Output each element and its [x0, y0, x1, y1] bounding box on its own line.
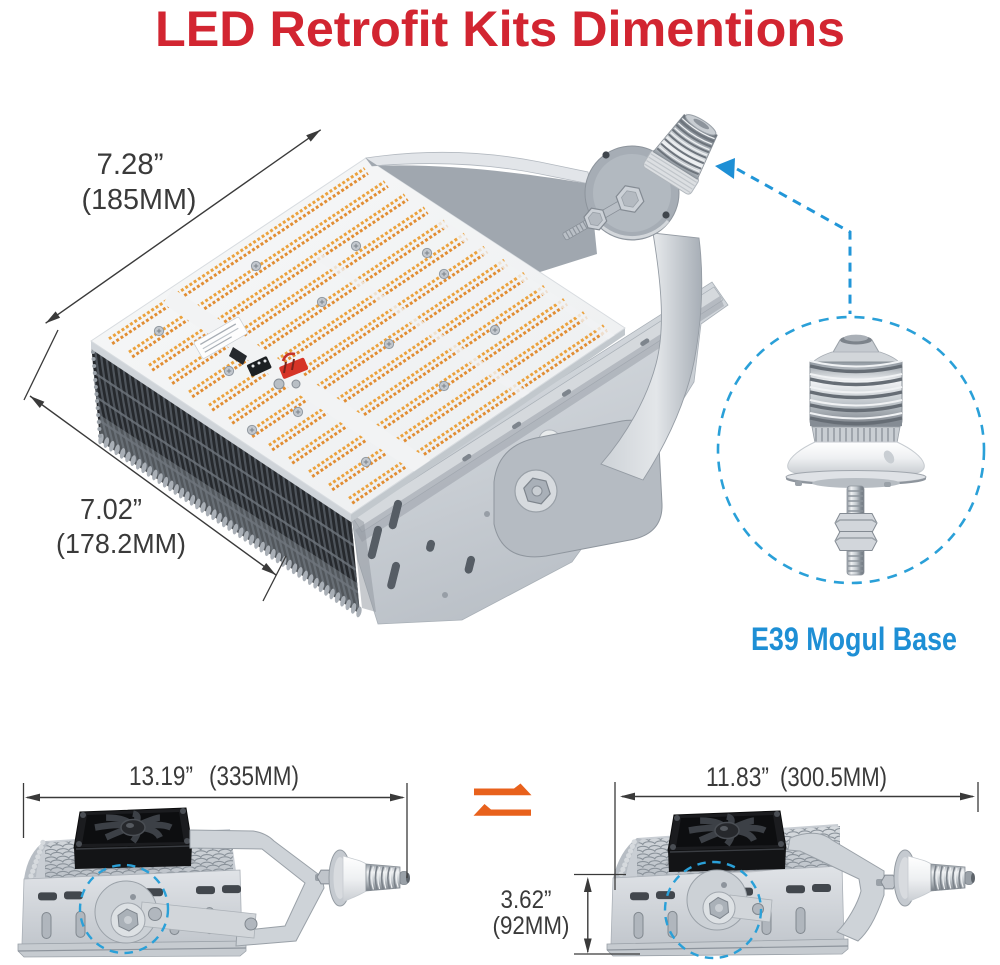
svg-text:11.83”: 11.83” [706, 762, 769, 792]
svg-text:LED Retrofit Kits Dimentions: LED Retrofit Kits Dimentions [155, 1, 845, 57]
svg-text:7.02”: 7.02” [80, 494, 142, 526]
svg-text:(335MM): (335MM) [209, 761, 299, 791]
svg-text:3.62”: 3.62” [501, 886, 552, 914]
svg-text:(92MM): (92MM) [493, 912, 570, 940]
svg-text:13.19”: 13.19” [129, 761, 193, 791]
svg-text:(300.5MM): (300.5MM) [780, 762, 887, 792]
svg-text:7.28”: 7.28” [97, 148, 164, 181]
svg-text:(178.2MM): (178.2MM) [56, 528, 186, 559]
svg-text:(185MM): (185MM) [82, 184, 197, 216]
svg-text:E39 Mogul Base: E39 Mogul Base [751, 621, 957, 657]
